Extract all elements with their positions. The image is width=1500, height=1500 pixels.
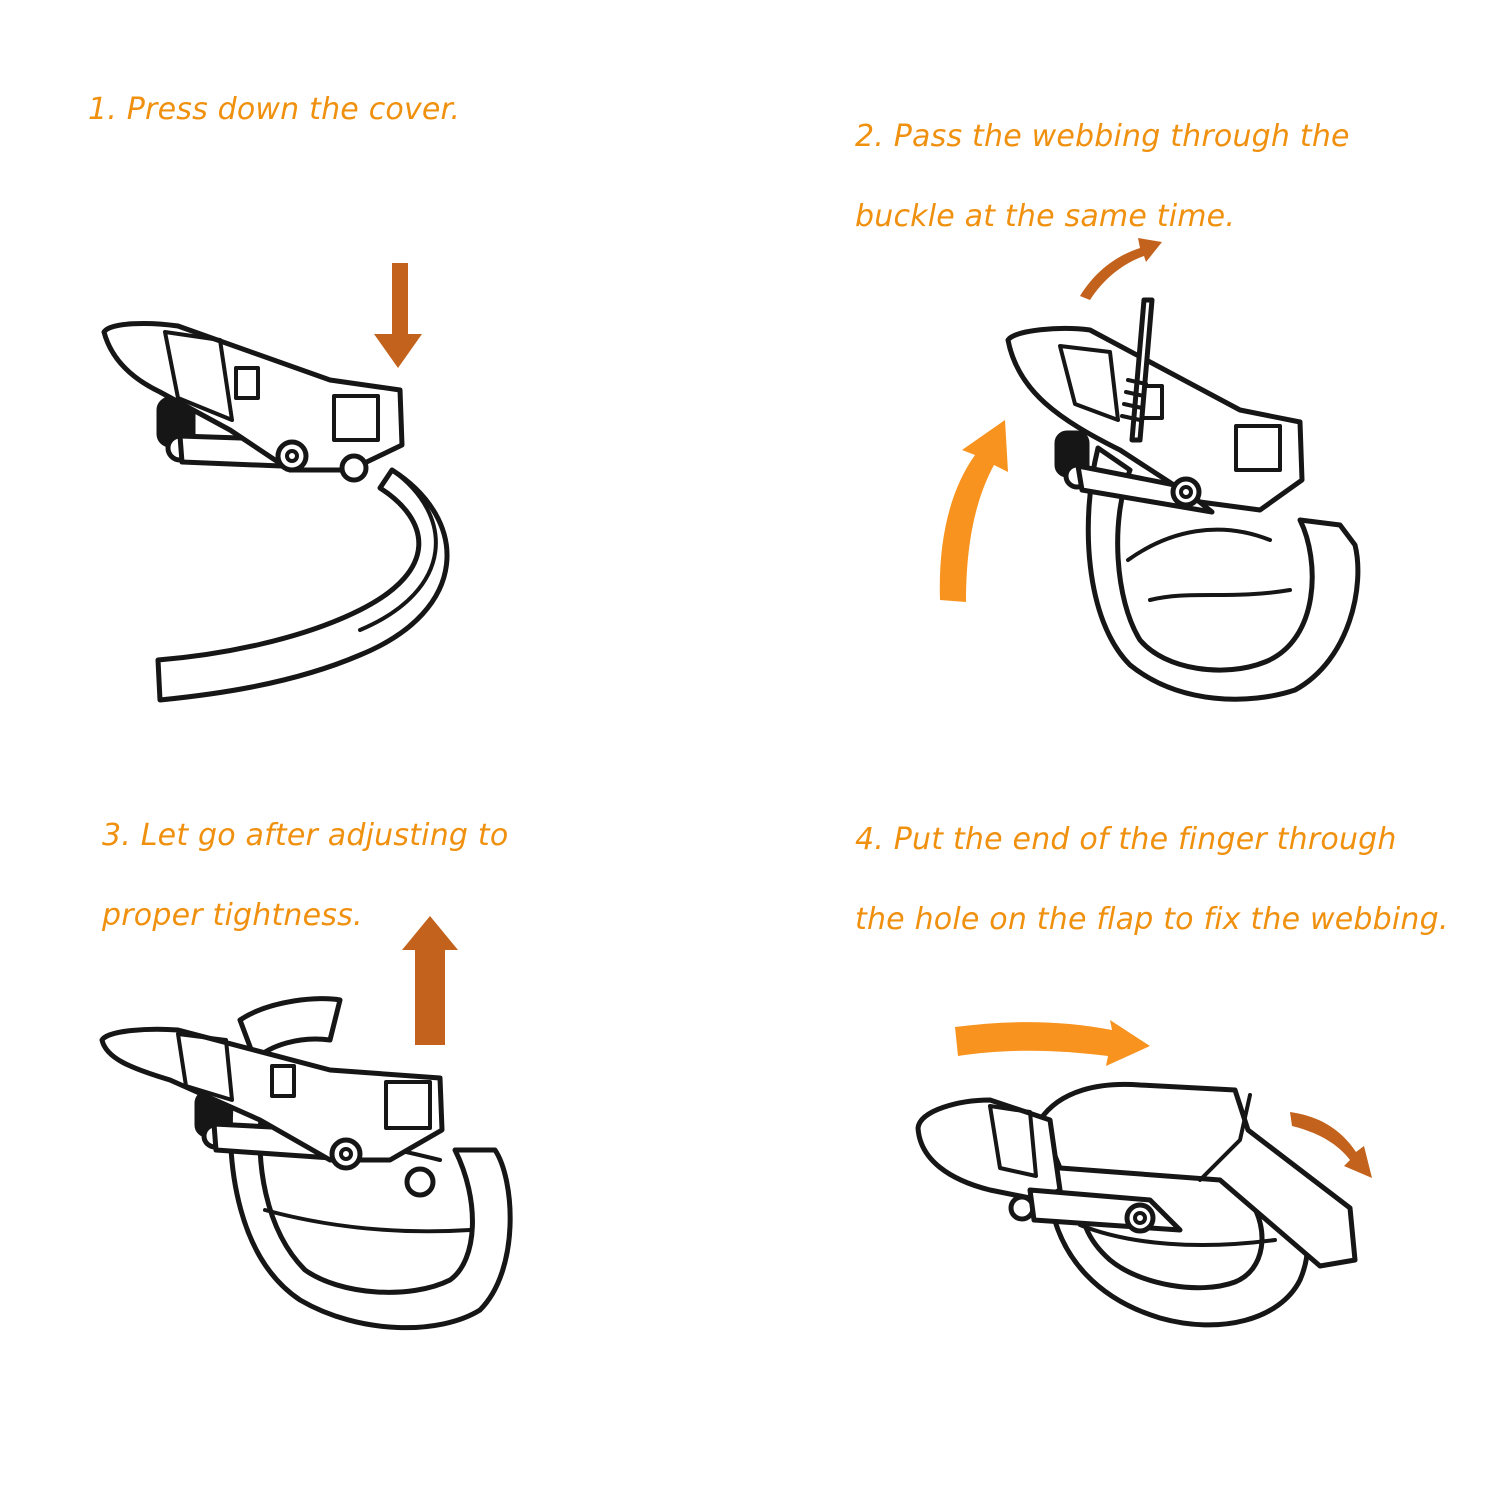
step-1-caption-line-1: 1. Press down the cover. (88, 92, 461, 127)
step-4-right-arrow-icon (955, 1020, 1150, 1066)
step-3-buckle-drawing (99, 996, 513, 1331)
step-2-caption-line-1: 2. Pass the webbing through the (855, 119, 1350, 154)
step-2-buckle-drawing (1005, 297, 1361, 702)
step-3-caption-line-1: 3. Let go after adjusting to (102, 818, 509, 853)
step-3-up-arrow-icon (402, 916, 458, 1045)
step-3-caption: 3. Let go after adjusting to proper tigh… (102, 796, 508, 956)
step-2-caption-line-2: buckle at the same time. (855, 199, 1236, 234)
step-1-caption: 1. Press down the cover. (88, 92, 460, 127)
step-1-buckle-drawing (101, 321, 450, 703)
step-3-caption-line-2: proper tightness. (102, 898, 363, 933)
step-2-up-curved-arrow-icon (939, 420, 1008, 602)
step-1-down-arrow-icon (374, 263, 422, 368)
step-4-caption-line-1: 4. Put the end of the finger through (855, 822, 1397, 857)
step-4-down-right-curved-arrow-icon (1290, 1112, 1372, 1178)
step-2-up-right-curved-arrow-icon (1080, 238, 1162, 300)
step-4-caption-line-2: the hole on the flap to fix the webbing. (855, 902, 1449, 937)
step-4-buckle-drawing (915, 1081, 1358, 1328)
step-4-caption: 4. Put the end of the finger through the… (855, 800, 1449, 960)
step-2-caption: 2. Pass the webbing through the buckle a… (855, 97, 1350, 257)
